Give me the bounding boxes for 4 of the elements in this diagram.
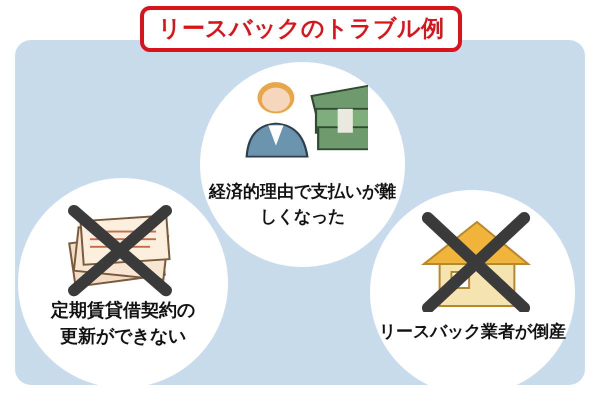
caption-text: 定期賃貸借契約の更新ができない [50,299,196,350]
title-box: リースバックのトラブル例 [140,6,462,52]
caption-text: 経済的理由で支払いが難しくなった [208,181,397,229]
caption-text: リースバック業者が倒産 [378,321,567,344]
